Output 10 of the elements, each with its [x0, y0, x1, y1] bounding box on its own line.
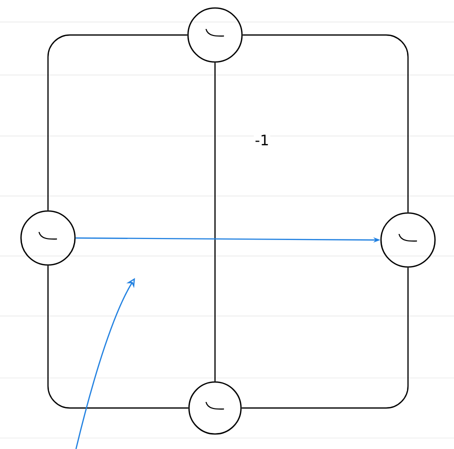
connector-line: [214, 62, 216, 382]
connector-line: [242, 34, 409, 212]
node-circle: [188, 381, 242, 435]
edge-label: -1: [254, 134, 270, 146]
connector-line: [242, 268, 409, 409]
connector-line: [47, 34, 188, 210]
node-circle: [20, 210, 76, 266]
connector-line: [47, 266, 188, 409]
node-circle: [380, 212, 436, 268]
node-circle: [187, 7, 243, 63]
